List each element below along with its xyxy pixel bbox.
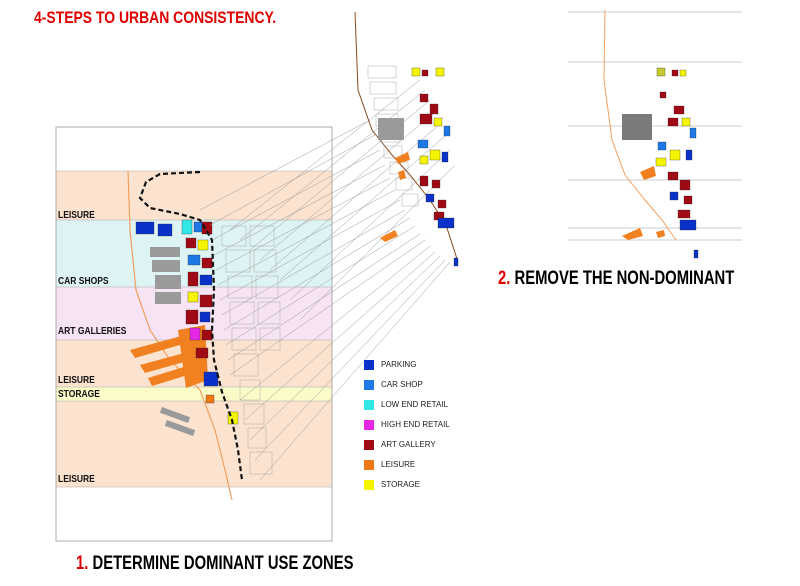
zone-label-leisure-1: LEISURE: [58, 210, 95, 221]
legend-label-high-end-retail: HIGH END RETAIL: [381, 420, 450, 429]
step-2-number: 2.: [498, 268, 511, 289]
zone-label-art-galleries: ART GALLERIES: [58, 326, 127, 337]
legend-swatch-leisure: [364, 460, 374, 470]
legend-swatch-high-end-retail: [364, 420, 374, 430]
legend-label-storage: STORAGE: [381, 480, 420, 489]
zone-band-storage: [56, 387, 332, 401]
zone-band-leisure-3: [56, 401, 332, 487]
legend-label-leisure: LEISURE: [381, 460, 416, 469]
leisure-piers: [130, 325, 208, 388]
zone-band-leisure-1: [56, 171, 332, 220]
legend-label-low-end-retail: LOW END RETAIL: [381, 400, 448, 409]
middle-projected-map: [354, 11, 459, 267]
left-map-frame: [55, 126, 333, 542]
projection-lines: [199, 79, 456, 481]
legend-label-parking: PARKING: [381, 360, 417, 369]
diagram-title: 4-STEPS TO URBAN CONSISTENCY.: [34, 8, 277, 27]
zone-label-leisure-2: LEISURE: [58, 375, 95, 386]
right-coast-line: [603, 9, 677, 241]
right-step2-map: [568, 9, 742, 259]
step-2-text: REMOVE THE NON-DOMINANT: [510, 268, 735, 289]
gray-building-blocks: [150, 247, 196, 436]
legend-swatch-storage: [364, 480, 374, 490]
step-1-number: 1.: [76, 553, 89, 574]
left-parcel-strip: [135, 219, 239, 425]
zone-label-leisure-3: LEISURE: [58, 474, 95, 485]
step-1-text: DETERMINE DOMINANT USE ZONES: [88, 553, 354, 574]
legend-swatch-low-end-retail: [364, 400, 374, 410]
legend-swatch-art-gallery: [364, 440, 374, 450]
zone-label-car-shops: CAR SHOPS: [58, 276, 109, 287]
step-2-label: 2. REMOVE THE NON-DOMINANT: [498, 268, 734, 290]
legend-swatch-car-shop: [364, 380, 374, 390]
legend-swatch-parking: [364, 360, 374, 370]
step-1-label: 1. DETERMINE DOMINANT USE ZONES: [76, 553, 353, 575]
legend-label-car-shop: CAR SHOP: [381, 380, 423, 389]
zone-label-storage: STORAGE: [58, 389, 100, 400]
legend-label-art-gallery: ART GALLERY: [381, 440, 436, 449]
